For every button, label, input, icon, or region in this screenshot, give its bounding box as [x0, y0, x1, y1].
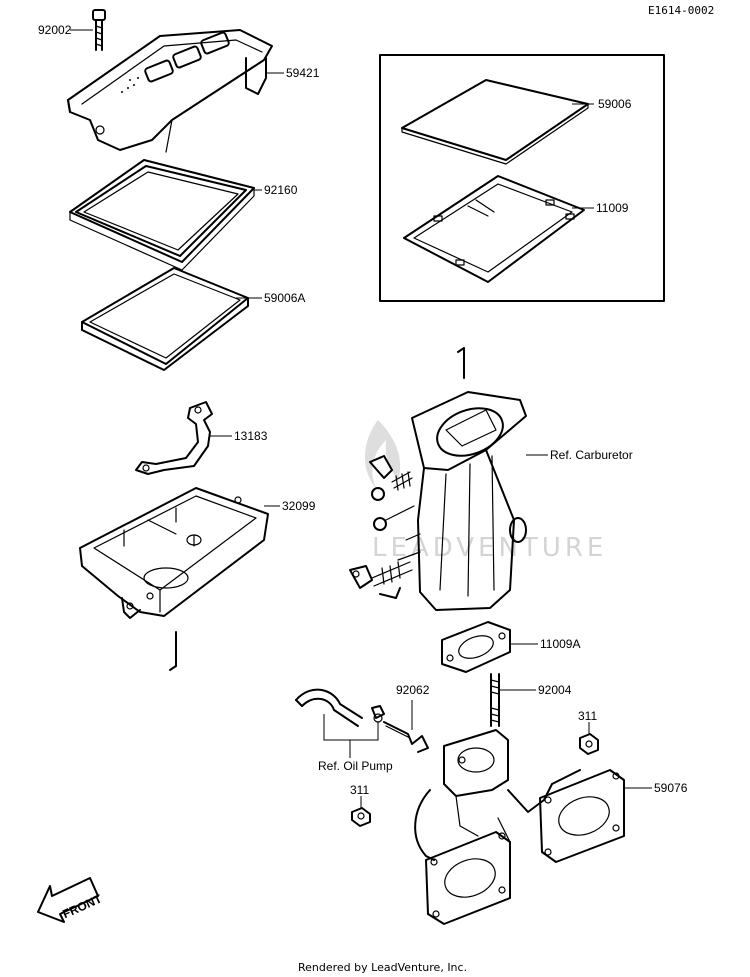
label-13183: 13183: [234, 429, 268, 443]
label-59421: 59421: [286, 66, 320, 80]
front-direction-arrow: FRONT: [37, 877, 104, 923]
label-311-left: 311: [350, 783, 369, 797]
footer-credit: Rendered by LeadVenture, Inc.: [298, 961, 467, 974]
part-311-nut-left: [351, 807, 371, 827]
part-59006-element: [401, 79, 589, 165]
watermark-text: LEADVENTURE: [372, 533, 607, 563]
ref-oil-pump-hose: [295, 688, 385, 727]
part-92160-gasket: [69, 159, 255, 271]
label-11009A: 11009A: [540, 637, 580, 651]
label-92002: 92002: [38, 23, 72, 37]
label-11009: 11009: [596, 201, 629, 215]
label-59006A: 59006A: [264, 291, 305, 305]
label-ref-oil-pump: Ref. Oil Pump: [318, 759, 393, 773]
part-311-nut-right: [579, 733, 599, 755]
label-ref-carburetor: Ref. Carburetor: [550, 448, 633, 462]
front-arrow-label: FRONT: [60, 891, 104, 921]
part-13183-bracket: [135, 401, 213, 475]
part-32099-case: [79, 487, 269, 619]
part-92004-stud: [490, 673, 500, 727]
drawing-code: E1614-0002: [648, 4, 714, 17]
parts-kit-box: [379, 54, 665, 302]
label-59006: 59006: [598, 97, 632, 111]
part-59076-manifold: [414, 729, 625, 925]
label-92160: 92160: [264, 183, 298, 197]
label-311-right: 311: [578, 709, 597, 723]
alignment-mark-lower: [169, 631, 177, 671]
part-11009-gasket: [403, 175, 585, 283]
part-92002-bolt: [92, 9, 106, 51]
part-59006A-filter: [81, 267, 249, 371]
watermark-logo: [364, 420, 401, 488]
ref-carburetor: [349, 391, 527, 611]
label-92004: 92004: [538, 683, 572, 697]
alignment-mark-upper: [457, 347, 465, 379]
part-92062-fitting: [373, 713, 429, 753]
label-92062: 92062: [396, 683, 430, 697]
label-59076: 59076: [654, 781, 688, 795]
part-11009A-gasket: [441, 621, 511, 673]
part-59421-cover: [67, 29, 273, 153]
label-32099: 32099: [282, 499, 316, 513]
